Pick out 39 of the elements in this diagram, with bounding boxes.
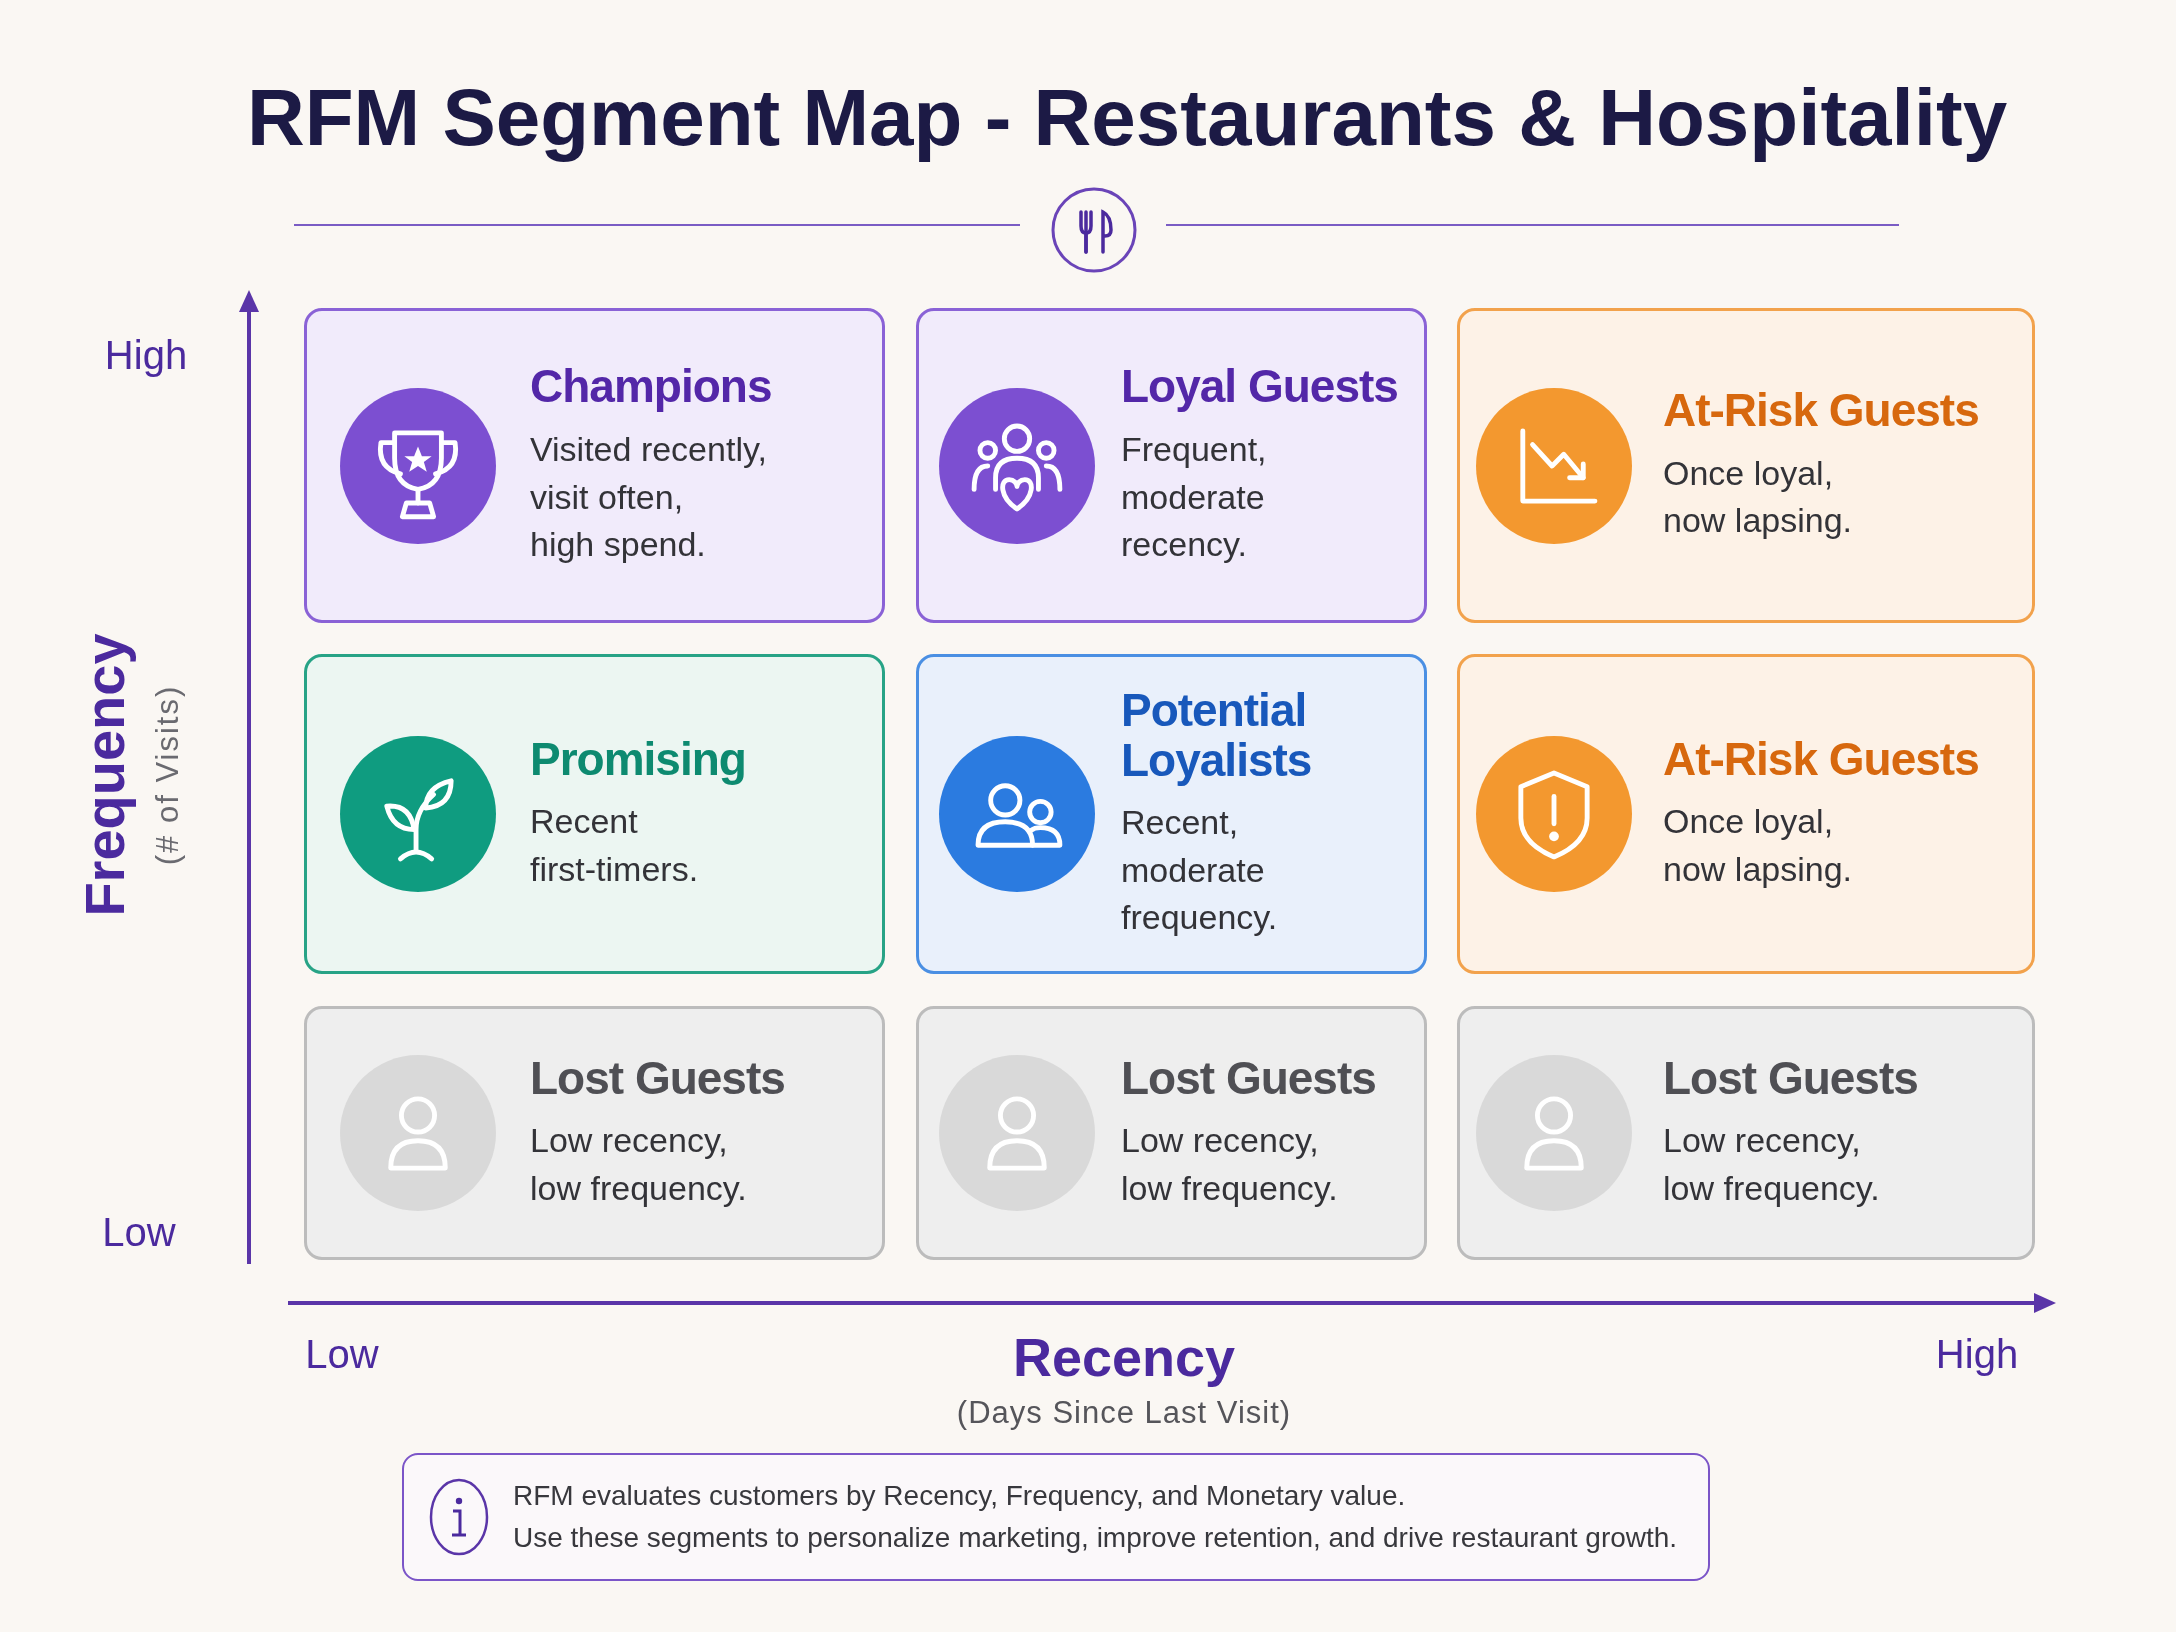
- segment-description: Low recency, low frequency.: [1121, 1120, 1339, 1209]
- segment-card: [304, 308, 885, 623]
- axis-subtitle: (Days Since Last Visit): [956, 1395, 1292, 1431]
- segment-card: [1457, 308, 2035, 623]
- segment-card: [916, 1006, 1427, 1260]
- segment-description: Once loyal, now lapsing.: [1663, 801, 1854, 890]
- segment-card: [1457, 654, 2035, 974]
- segment-title: Promising: [530, 734, 747, 785]
- segment-title: Loyal Guests: [1121, 362, 1399, 412]
- axis-title: Recency: [1012, 1326, 1236, 1388]
- segment-title: Lost Guests: [1121, 1053, 1377, 1104]
- segment-card: [1457, 1006, 2035, 1260]
- note-text: RFM evaluates customers by Recency, Frequency, and Monetary value.: [513, 1479, 1407, 1513]
- axis-title: Frequency: [71, 633, 137, 917]
- axis-subtitle: (# of Visits): [150, 684, 186, 866]
- segment-title: Lost Guests: [530, 1053, 786, 1104]
- segment-description: Visited recently, visit often, high spend.: [530, 428, 768, 566]
- segment-description: Recent first-timers.: [530, 801, 700, 890]
- segment-title: Lost Guests: [1663, 1053, 1919, 1104]
- axis-end-label: Low: [305, 1331, 379, 1377]
- segment-description: Low recency, low frequency.: [1663, 1120, 1881, 1209]
- segment-description: Low recency, low frequency.: [530, 1120, 748, 1209]
- info-note: [402, 1453, 1710, 1581]
- segment-card: [304, 1006, 885, 1260]
- segment-card: [916, 308, 1427, 623]
- segment-title: Champions: [530, 362, 773, 412]
- segment-title: At-Risk Guests: [1663, 734, 1980, 785]
- segment-description: Recent, moderate frequency.: [1121, 802, 1279, 939]
- segment-card: [304, 654, 885, 974]
- axis-end-label: High: [104, 332, 188, 378]
- segment-description: Frequent, moderate recency.: [1121, 428, 1268, 566]
- note-text: Use these segments to personalize marketing, improve retention, and drive restaurant growth.: [513, 1521, 1678, 1555]
- title: RFM Segment Map - Restaurants & Hospitality: [246, 72, 2008, 164]
- axis-end-label: Low: [102, 1209, 176, 1255]
- segment-card: [916, 654, 1427, 974]
- axis-end-label: High: [1935, 1331, 2019, 1377]
- segment-title: At-Risk Guests: [1663, 386, 1980, 436]
- segment-title: Potential Loyalists: [1121, 685, 1313, 786]
- segment-description: Once loyal, now lapsing.: [1663, 452, 1854, 542]
